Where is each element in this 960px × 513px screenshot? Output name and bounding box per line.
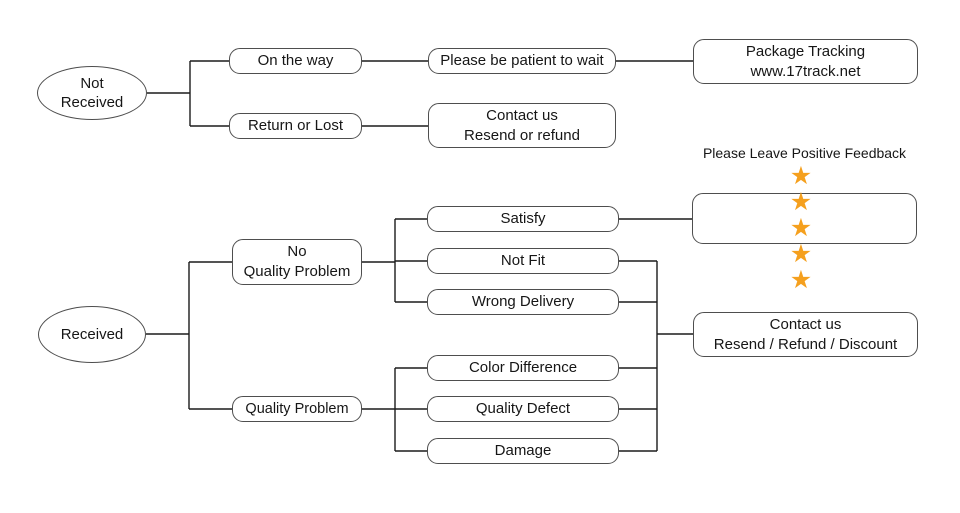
node-label: Color Difference	[468, 359, 578, 376]
node-contact-resend-refund-discount: Contact us Resend / Refund / Discount	[693, 312, 918, 357]
node-label: Contact us	[769, 315, 842, 333]
node-return-or-lost: Return or Lost	[229, 113, 362, 139]
node-quality-defect: Quality Defect	[427, 396, 619, 422]
node-label: Not Fit	[500, 252, 546, 269]
star-rating: ★★★★★	[790, 163, 819, 293]
node-package-tracking: Package Tracking www.17track.net	[693, 39, 918, 84]
node-contact-resend-or-refund: Contact us Resend or refund	[428, 103, 616, 148]
node-label: Received	[60, 325, 124, 343]
node-label: Wrong Delivery	[471, 293, 575, 310]
node-label: Please Leave Positive Feedback	[702, 144, 907, 161]
star-icon: ★	[789, 213, 820, 242]
node-color-difference: Color Difference	[427, 355, 619, 381]
node-label: Damage	[494, 442, 552, 459]
node-on-the-way: On the way	[229, 48, 362, 74]
node-damage: Damage	[427, 438, 619, 464]
node-received: Received	[38, 306, 146, 363]
star-icon: ★	[789, 239, 820, 268]
node-label: Resend or refund	[464, 126, 580, 144]
node-label: Return or Lost	[247, 117, 344, 134]
node-label: Received	[60, 94, 124, 111]
star-icon: ★	[789, 187, 820, 216]
node-label: Satisfy	[500, 210, 546, 227]
node-label: Resend / Refund / Discount	[713, 335, 898, 353]
node-quality-problem: Quality Problem	[232, 396, 362, 422]
node-be-patient: Please be patient to wait	[428, 48, 616, 74]
star-icon: ★	[789, 265, 820, 294]
node-label: No	[287, 243, 307, 260]
node-label: Contact us	[486, 106, 558, 124]
node-label: Package Tracking	[745, 42, 866, 60]
node-label: Quality Problem	[243, 263, 351, 280]
node-label: On the way	[257, 52, 334, 69]
node-label: Quality Defect	[475, 400, 571, 417]
star-icon: ★	[789, 161, 820, 190]
node-label: Not	[80, 75, 104, 92]
node-positive-feedback: Please Leave Positive Feedback ★★★★★	[692, 145, 917, 293]
node-label: Quality Problem	[245, 401, 349, 417]
node-not-received: Not Received	[37, 66, 147, 120]
node-label: Please be patient to wait	[440, 52, 604, 69]
node-no-quality-problem: No Quality Problem	[232, 239, 362, 285]
tracking-url: www.17track.net	[750, 62, 861, 80]
node-not-fit: Not Fit	[427, 248, 619, 274]
node-wrong-delivery: Wrong Delivery	[427, 289, 619, 315]
node-satisfy: Satisfy	[427, 206, 619, 232]
